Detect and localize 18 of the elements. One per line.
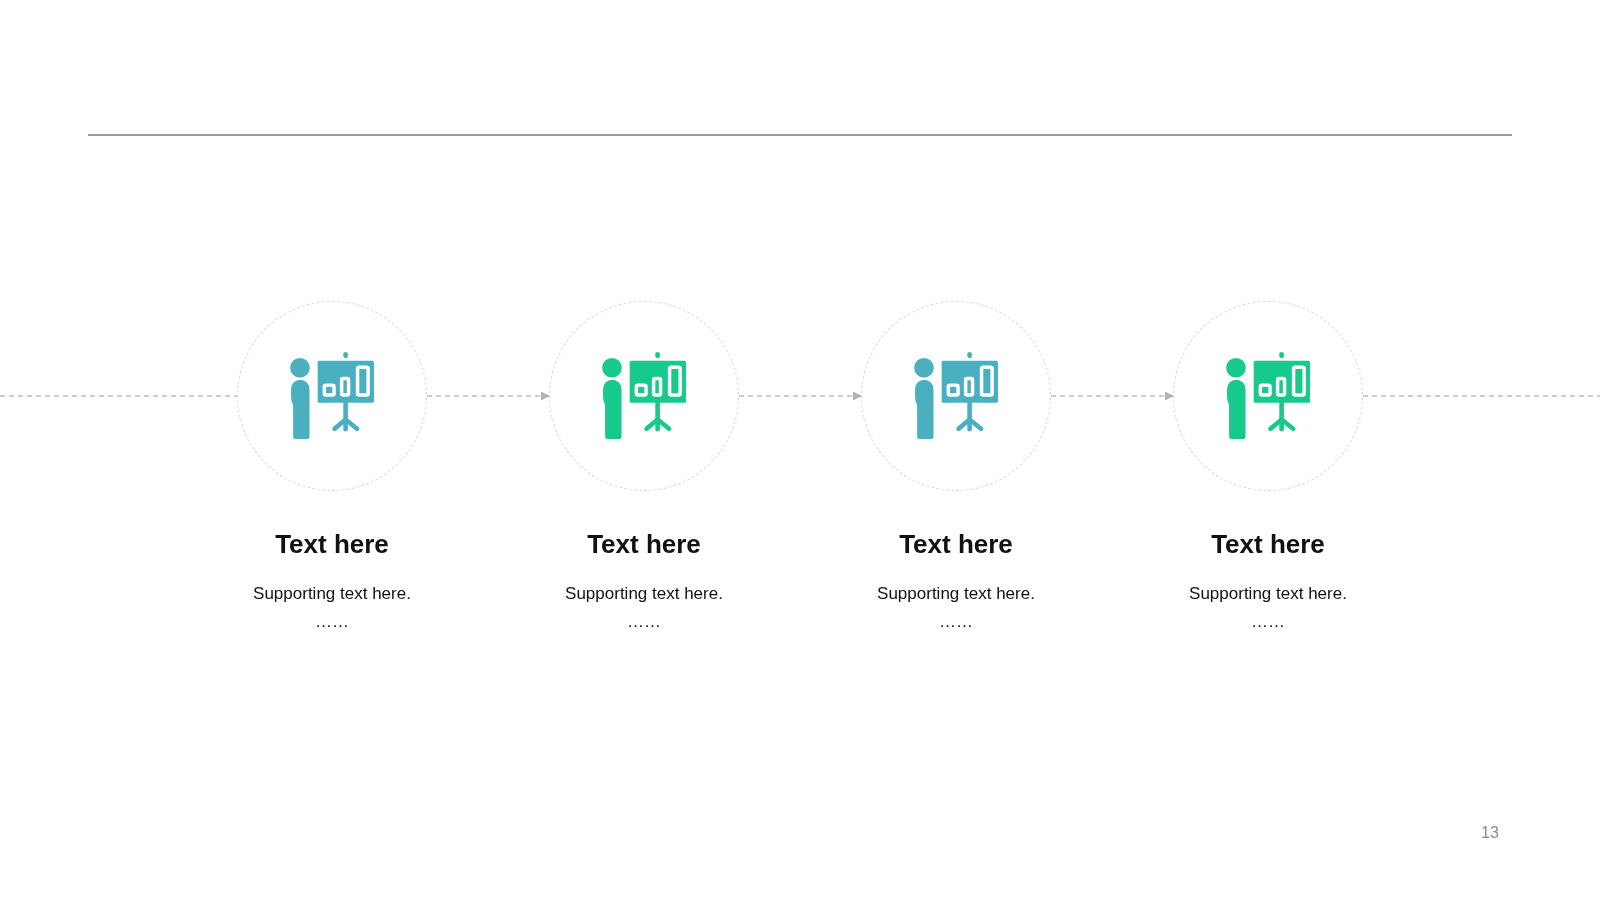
step-description: Supporting text here. [253, 583, 411, 605]
step-description: Supporting text here. [565, 583, 723, 605]
dashed-arrow [1050, 391, 1174, 401]
step-description: Supporting text here. [877, 583, 1035, 605]
page-number: 13 [1481, 823, 1499, 843]
dashed-line [1362, 395, 1600, 397]
dashed-arrow [426, 391, 550, 401]
step-title: Text here [899, 528, 1013, 560]
ellipsis-text: …… [1251, 611, 1285, 633]
step-description: Supporting text here. [1189, 583, 1347, 605]
step-title: Text here [1211, 528, 1325, 560]
ellipsis-text: …… [627, 611, 661, 633]
dashed-arrow [738, 391, 862, 401]
ellipsis-text: …… [939, 611, 973, 633]
ellipsis-text: …… [315, 611, 349, 633]
step-title: Text here [275, 528, 389, 560]
dashed-line [0, 395, 238, 397]
step-title: Text here [587, 528, 701, 560]
